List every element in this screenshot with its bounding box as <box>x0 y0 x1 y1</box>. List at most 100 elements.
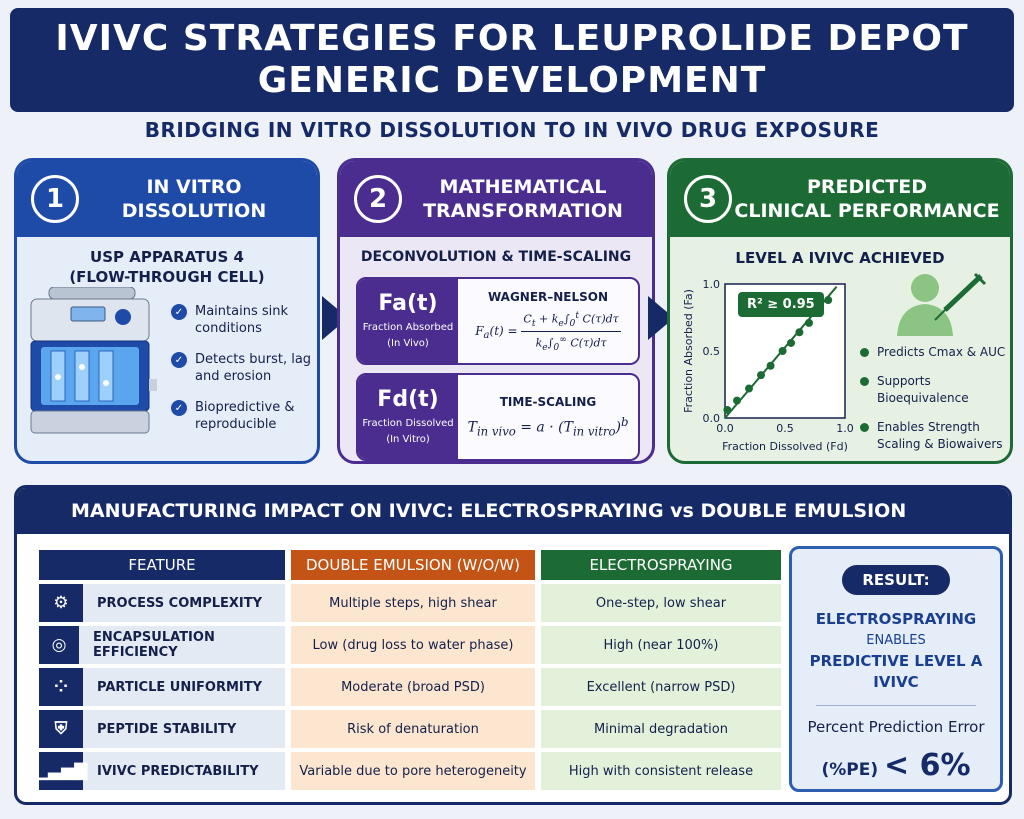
step-3-bullets: Predicts Cmax & AUC Supports Bioequivale… <box>860 344 1010 465</box>
list-item: ✓Detects burst, lag and erosion <box>171 351 317 385</box>
feature-cell: ⁘ PARTICLE UNIFORMITY <box>39 668 285 706</box>
chart-point <box>733 396 741 405</box>
feature-header: FEATURE <box>39 550 285 580</box>
feature-cell: ⚙PROCESS COMPLEXITY <box>39 584 285 622</box>
r-squared-badge: R² ≥ 0.95 <box>738 292 824 317</box>
double-emulsion-cell: Low (drug loss to water phase) <box>291 626 535 664</box>
list-item: Supports Bioequivalence <box>860 373 1010 407</box>
fd-symbol: Fd(t) <box>377 386 439 412</box>
chart-y-tick-label: 1.0 <box>703 278 721 291</box>
feature-cell: ◎ENCAPSULATION EFFICIENCY <box>39 626 285 664</box>
bullet-text: Predicts Cmax & AUC <box>877 345 1006 359</box>
feature-cell: ▁▃▅▇ IVIVC PREDICTABILITY <box>35 752 285 790</box>
bullet-text: Supports Bioequivalence <box>877 374 969 405</box>
double-emulsion-cell: Multiple steps, high shear <box>291 584 535 622</box>
electrospraying-cell: Minimal degradation <box>541 710 781 748</box>
feature-label: PARTICLE UNIFORMITY <box>97 679 263 695</box>
bar-chart-icon: ▁▃▅▇ <box>35 752 87 790</box>
fraction-dissolved-panel: Fd(t) Fraction Dissolved (In Vitro) <box>358 375 458 459</box>
apparatus-label: USP APPARATUS 4 (FLOW-THROUGH CELL) <box>17 247 317 287</box>
bullet-dot-icon <box>860 423 869 432</box>
chart-y-axis-label: Fraction Absorbed (Fa) <box>682 289 695 413</box>
percent-prediction-error-value: (%PE) < 6% <box>792 748 1000 783</box>
step-2-title-line-2: TRANSFORMATION <box>423 200 623 222</box>
title-line-1: IVIVC STRATEGIES FOR LEUPROLIDE DEPOT <box>55 18 969 59</box>
manufacturing-section: MANUFACTURING IMPACT ON IVIVC: ELECTROSP… <box>14 485 1012 805</box>
step-1-card: 1 IN VITRO DISSOLUTION USP APPARATUS 4 (… <box>14 158 320 464</box>
fa-symbol: Fa(t) <box>378 290 438 316</box>
chart-point <box>757 371 765 380</box>
chart-y-tick-label: 0.0 <box>703 412 721 425</box>
list-item: Predicts Cmax & AUC <box>860 344 1010 361</box>
fd-description-line-2: (In Vitro) <box>386 433 430 445</box>
apparatus-label-line-2: (FLOW-THROUGH CELL) <box>69 268 265 286</box>
pe-value: < 6% <box>884 748 971 783</box>
fd-description-line-1: Fraction Dissolved <box>362 417 454 429</box>
fd-description: Fraction Dissolved (In Vitro) <box>362 416 453 448</box>
chart-x-tick-label: 0.5 <box>776 422 794 435</box>
table-row: ◎ENCAPSULATION EFFICIENCY Low (drug loss… <box>39 626 781 664</box>
fa-description-line-1: Fraction Absorbed <box>362 321 454 333</box>
list-item: ✓Maintains sink conditions <box>171 303 317 337</box>
chart-point <box>745 384 753 393</box>
step-3-heading: LEVEL A IVIVC ACHIEVED <box>735 249 945 267</box>
manufacturing-title: MANUFACTURING IMPACT ON IVIVC: ELECTROSP… <box>17 488 1009 534</box>
step-2-card: 2 MATHEMATICAL TRANSFORMATION DECONVOLUT… <box>337 158 655 464</box>
wagner-nelson-label: WAGNER–NELSON <box>487 289 609 304</box>
result-statement: ELECTROSPRAYING ENABLES PREDICTIVE LEVEL… <box>792 609 1000 693</box>
chart-point <box>805 318 813 327</box>
bullet-text: Maintains sink conditions <box>195 304 289 336</box>
feature-label: IVIVC PREDICTABILITY <box>97 763 259 779</box>
feature-cell: ⛨ PEPTIDE STABILITY <box>39 710 285 748</box>
chart-x-axis-label: Fraction Dissolved (Fd) <box>722 440 848 453</box>
subtitle: BRIDGING IN VITRO DISSOLUTION TO IN VIVO… <box>144 118 880 142</box>
feature-label: PEPTIDE STABILITY <box>97 721 237 737</box>
table-row: ⛨PEPTIDE STABILITY Risk of denaturation … <box>39 710 781 748</box>
double-emulsion-cell: Variable due to pore heterogeneity <box>291 752 535 790</box>
step-3-header: 3 PREDICTED CLINICAL PERFORMANCE <box>670 161 1010 237</box>
step-2-title: MATHEMATICAL TRANSFORMATION <box>402 175 652 223</box>
comparison-table: FEATURE DOUBLE EMULSION (W/O/W) ELECTROS… <box>33 546 787 794</box>
double-emulsion-cell: Moderate (broad PSD) <box>291 668 535 706</box>
step-3-number: 3 <box>684 175 732 223</box>
shield-icon: ⛨ <box>39 710 83 748</box>
step-2-heading: DECONVOLUTION & TIME-SCALING <box>360 249 632 265</box>
table-header-row: FEATURE DOUBLE EMULSION (W/O/W) ELECTROS… <box>39 550 781 580</box>
pe-symbol: (%PE) <box>821 760 879 780</box>
title-banner: IVIVC STRATEGIES FOR LEUPROLIDE DEPOT GE… <box>10 8 1014 112</box>
step-1-title-line-1: IN VITRO <box>146 176 242 198</box>
particles-icon: ⁘ <box>39 668 83 706</box>
electrospraying-cell: Excellent (narrow PSD) <box>541 668 781 706</box>
title-line-2: GENERIC DEVELOPMENT <box>257 60 767 101</box>
percent-prediction-error-label: Percent Prediction Error <box>807 718 985 736</box>
chart-points-group <box>723 296 833 414</box>
step-1-title: IN VITRO DISSOLUTION <box>79 175 317 223</box>
time-scaling-equation: Tin vivo = a · (Tin vitro)b <box>467 415 629 439</box>
time-scaling-label: TIME-SCALING <box>499 395 597 410</box>
fraction-dissolved-box: Fd(t) Fraction Dissolved (In Vitro) TIME… <box>356 373 640 461</box>
result-line-3: PREDICTIVE LEVEL A IVIVC <box>809 652 983 691</box>
fa-description: Fraction Absorbed (In Vivo) <box>363 320 454 352</box>
step-1-header: 1 IN VITRO DISSOLUTION <box>17 161 317 237</box>
gear-icon: ⚙ <box>39 584 83 622</box>
double-emulsion-header: DOUBLE EMULSION (W/O/W) <box>291 550 535 580</box>
check-icon: ✓ <box>171 400 187 416</box>
chart-x-tick-label: 1.0 <box>836 422 854 435</box>
table-row: ⚙PROCESS COMPLEXITY Multiple steps, high… <box>39 584 781 622</box>
bullet-text: Enables Strength Scaling & Biowaivers <box>877 420 1003 451</box>
time-scaling-panel: TIME-SCALING Tin vivo = a · (Tin vitro)b <box>458 375 638 459</box>
chart-x-tick-label: 0.0 <box>716 422 734 435</box>
electrospraying-cell: One-step, low shear <box>541 584 781 622</box>
divider <box>816 705 976 706</box>
bullet-dot-icon <box>860 377 869 386</box>
electrospraying-header: ELECTROSPRAYING <box>541 550 781 580</box>
chart-point <box>723 405 732 414</box>
step-3-title: PREDICTED CLINICAL PERFORMANCE <box>732 175 1010 223</box>
step-1-title-line-2: DISSOLUTION <box>121 200 267 222</box>
chart-point <box>766 361 775 370</box>
chart-y-tick-label: 0.5 <box>703 345 721 358</box>
